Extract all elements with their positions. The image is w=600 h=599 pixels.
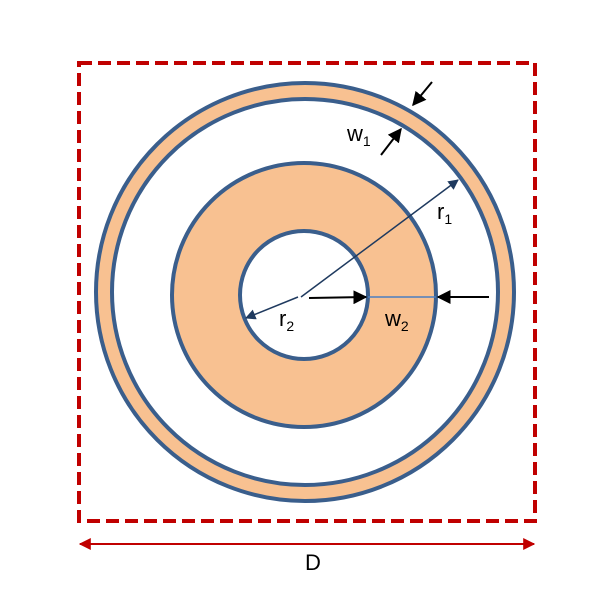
outer-ring-inner-edge [110,97,500,487]
w1-label: w1 [346,121,371,149]
w2-label: w2 [384,306,409,334]
inner-ring [173,164,435,426]
r2-arrow [245,296,299,320]
r1-label: r1 [437,199,452,227]
r2-label: r2 [279,306,294,334]
w1-inner-arrow [380,127,402,156]
unit-cell-boundary [77,61,537,523]
inner-ring-inner-edge [238,229,370,361]
outer-ring [97,84,513,500]
w1-outer-arrow [412,81,433,107]
w2-left-arrow [308,290,368,305]
d-label: D [305,550,321,575]
outer-ring-outer-edge [94,81,516,503]
inner-ring-outer-edge [170,161,438,429]
r1-arrow [300,179,459,298]
